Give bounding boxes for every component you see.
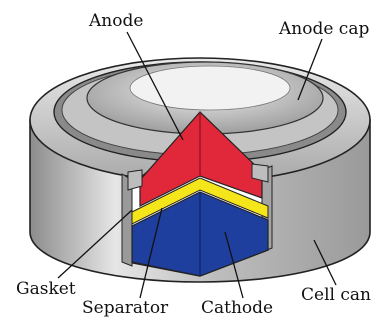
gasket-left	[128, 170, 142, 190]
label-anode: Anode	[89, 13, 143, 30]
label-cathode: Cathode	[201, 300, 273, 317]
label-separator: Separator	[82, 300, 168, 317]
label-gasket: Gasket	[16, 281, 76, 298]
label-cell-can: Cell can	[301, 287, 371, 304]
label-anode-cap: Anode cap	[279, 21, 369, 38]
